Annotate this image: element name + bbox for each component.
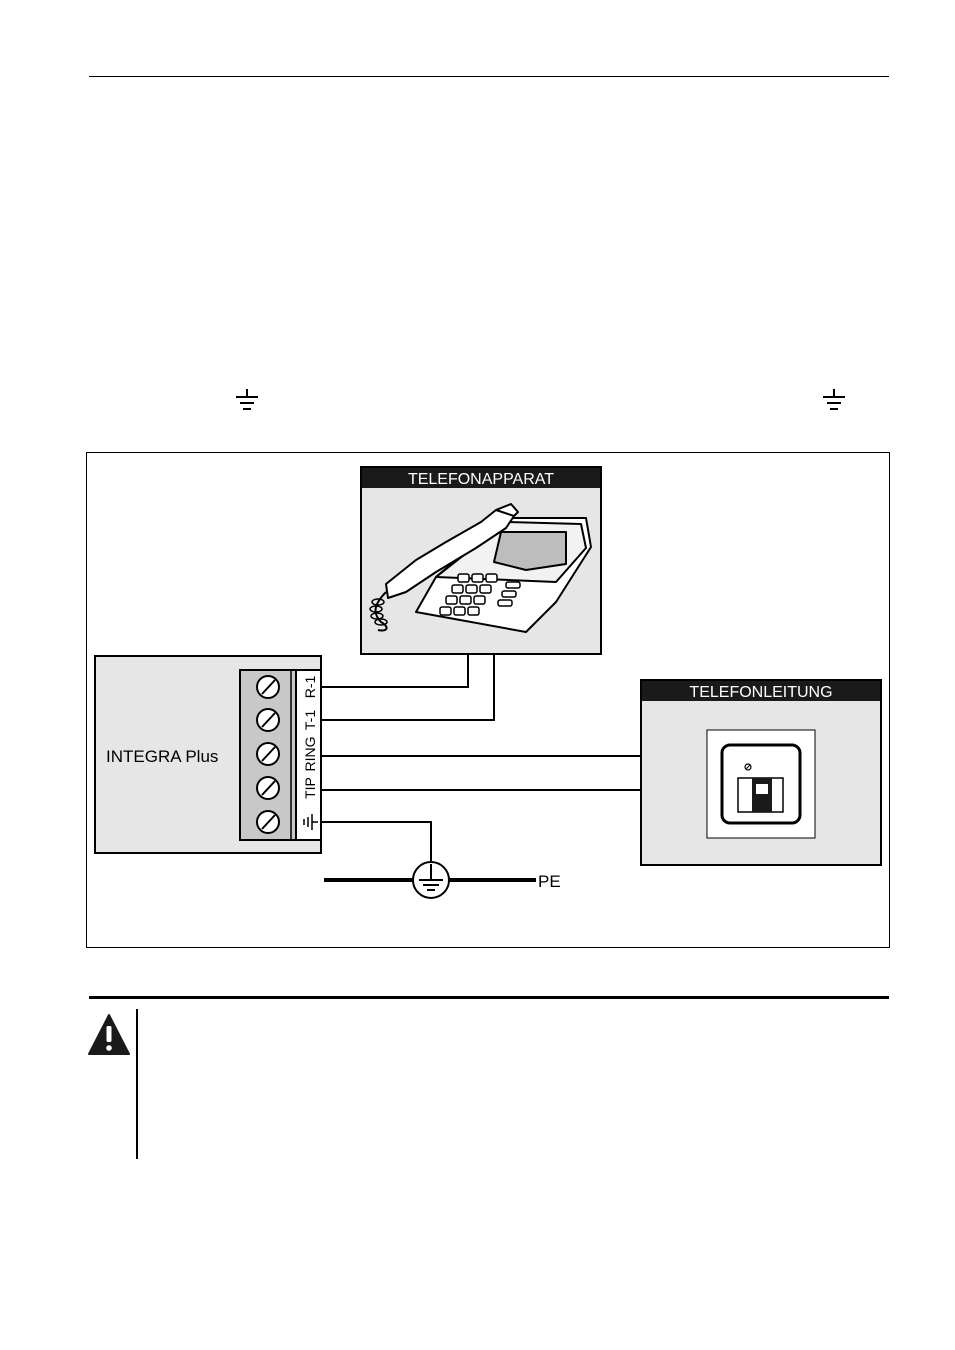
telephone-box: TELEFONAPPARAT xyxy=(360,466,602,655)
warning-bar xyxy=(136,1009,138,1159)
ground-icon xyxy=(823,389,845,410)
terminal-label-ring: RING xyxy=(302,737,318,772)
wiring-diagram: TELEFONAPPARAT xyxy=(94,466,882,899)
control-panel-box: INTEGRA Plus R-1 T-1 RING TIP xyxy=(94,655,322,854)
earth-connection: PE xyxy=(324,861,561,899)
line-title: TELEFONLEITUNG xyxy=(689,684,832,701)
wall-socket-icon xyxy=(706,729,816,839)
section-rule xyxy=(89,996,889,999)
line-wires xyxy=(321,755,641,880)
telephone-title: TELEFONAPPARAT xyxy=(408,471,554,488)
terminal-screws xyxy=(256,675,280,834)
terminal-label-r1: R-1 xyxy=(302,676,318,699)
telephone-line-box: TELEFONLEITUNG xyxy=(640,679,882,866)
terminal-label-tip: TIP xyxy=(302,777,318,799)
panel-label: INTEGRA Plus xyxy=(106,747,218,766)
earth-label: PE xyxy=(538,872,561,891)
telephone-wires xyxy=(321,654,495,721)
diagram-frame xyxy=(86,452,890,948)
telephone-icon xyxy=(369,503,592,633)
warning-icon xyxy=(88,1014,130,1055)
header-rule xyxy=(89,76,889,77)
ground-icon xyxy=(236,389,258,410)
ground-icon xyxy=(303,814,318,830)
terminal-label-t1: T-1 xyxy=(302,710,318,730)
